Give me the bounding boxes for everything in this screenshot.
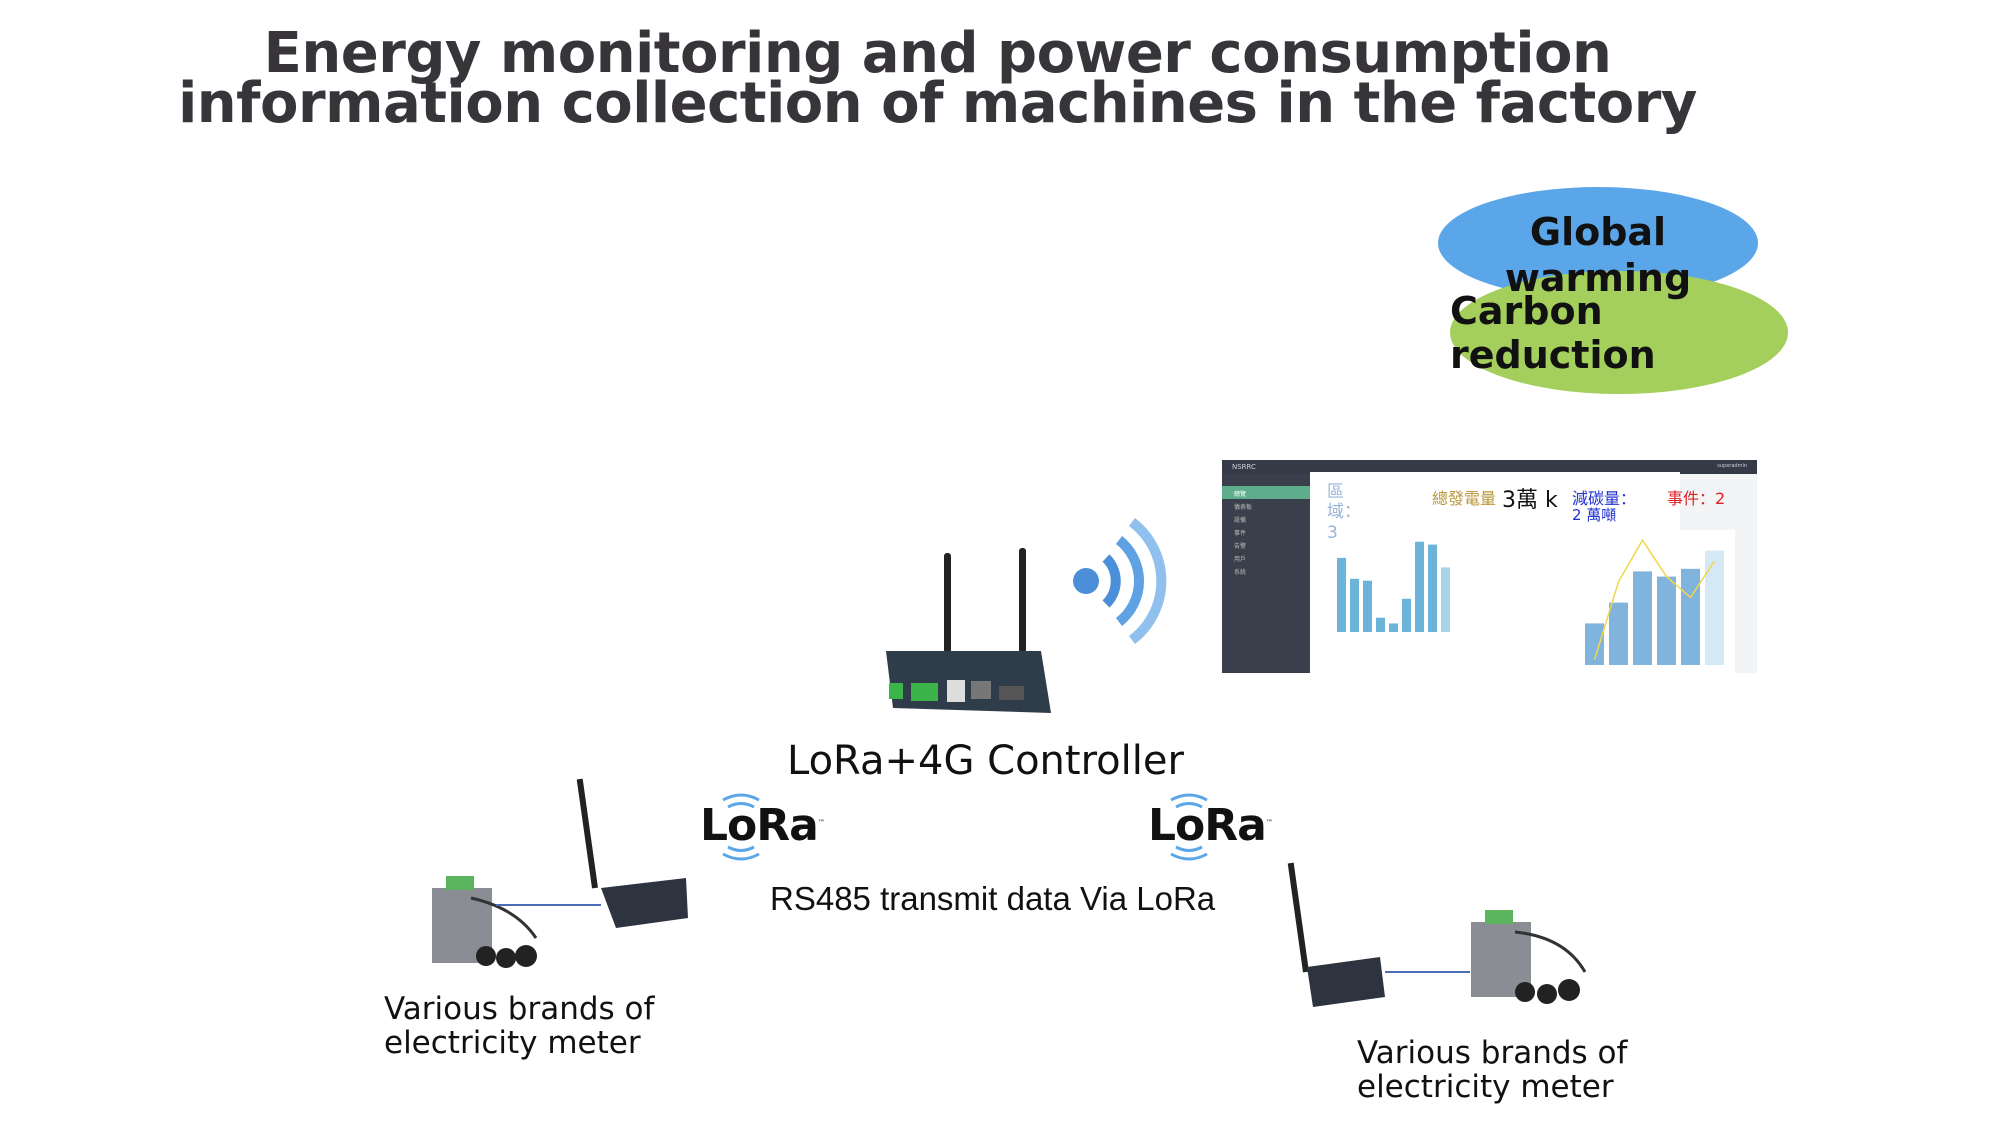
area-label: 區域：	[1327, 482, 1361, 522]
lora-tm: ™	[817, 818, 825, 827]
global-warming-label: Global warming	[1504, 210, 1692, 300]
sidebar-item[interactable]: 系統	[1234, 569, 1247, 576]
carbon-reduction-bubble: Carbon reduction	[1450, 271, 1788, 394]
chart-bar	[1389, 623, 1398, 632]
right-meter-caption-line-1: Various brands of	[1357, 1035, 1628, 1071]
dashboard-charts	[1337, 530, 1735, 673]
carbon-label: 減碳量：	[1572, 489, 1637, 508]
right-meter-caption-line-2: electricity meter	[1357, 1069, 1614, 1105]
right-meter-and-lora-node	[1287, 862, 1587, 1007]
controller-label: LoRa+4G Controller	[787, 738, 1184, 784]
area-value: 3	[1327, 523, 1338, 543]
sidebar-item[interactable]: 用戶	[1234, 556, 1247, 563]
chart-bar	[1585, 623, 1604, 665]
chart-bar	[1428, 544, 1437, 632]
total-power-value: 3萬 k	[1502, 488, 1558, 513]
sidebar-item[interactable]: 設備	[1234, 517, 1247, 524]
dashboard-user: superadmin	[1717, 463, 1747, 469]
chart-bar	[1705, 550, 1724, 665]
chart-bar	[1415, 541, 1424, 632]
dashboard-header: NSRRC superadmin	[1222, 460, 1757, 474]
lora-tm: ™	[1265, 818, 1273, 827]
chart-bar	[1657, 576, 1676, 665]
dashboard-sidebar: 總覽 儀表板 設備 事件 告警 用戶 系統	[1222, 474, 1310, 673]
lora-4g-controller-device	[886, 548, 1051, 713]
carbon-reduction-label: Carbon reduction	[1450, 288, 1656, 377]
chart-bar	[1633, 571, 1652, 665]
chart-bar	[1681, 568, 1700, 665]
events-count: 事件：2	[1667, 489, 1726, 508]
left-meter-caption-line-1: Various brands of	[384, 991, 655, 1027]
chart-bar	[1441, 567, 1450, 632]
left-meter-and-lora-node	[432, 778, 688, 968]
carbon-value: 2 萬噸	[1572, 506, 1617, 524]
dashboard-brand: NSRRC	[1232, 463, 1256, 471]
left-meter-caption-line-2: electricity meter	[384, 1025, 641, 1061]
chart-bar	[1402, 598, 1411, 632]
chart-line	[1593, 538, 1716, 661]
sidebar-item[interactable]: 事件	[1234, 530, 1247, 537]
chart-bar	[1363, 580, 1372, 632]
chart-bar	[1609, 602, 1628, 665]
chart-bar	[1376, 617, 1385, 632]
sidebar-item[interactable]: 告警	[1234, 543, 1247, 550]
sidebar-item[interactable]: 總覽	[1222, 486, 1310, 499]
title-line-1: Energy monitoring and power consumption	[263, 21, 1612, 86]
rs485-link-label: RS485 transmit data Via LoRa	[770, 880, 1216, 917]
lora-logo: LoRa™	[700, 790, 825, 862]
chart-bar	[1337, 557, 1346, 632]
wireless-signal-icon	[1073, 518, 1167, 644]
title-line-2: information collection of machines in th…	[178, 71, 1697, 136]
dashboard-screenshot: NSRRC superadmin 總覽 儀表板 設備 事件 告警 用戶 系統 區域…	[1222, 460, 1757, 673]
lora-logo-text: LoRa	[700, 800, 819, 851]
total-power-label: 總發電量	[1432, 489, 1497, 508]
sidebar-item[interactable]: 儀表板	[1234, 504, 1253, 511]
lora-logo-text: LoRa	[1148, 800, 1267, 851]
lora-logo: LoRa™	[1148, 790, 1273, 862]
chart-bar	[1350, 578, 1359, 632]
